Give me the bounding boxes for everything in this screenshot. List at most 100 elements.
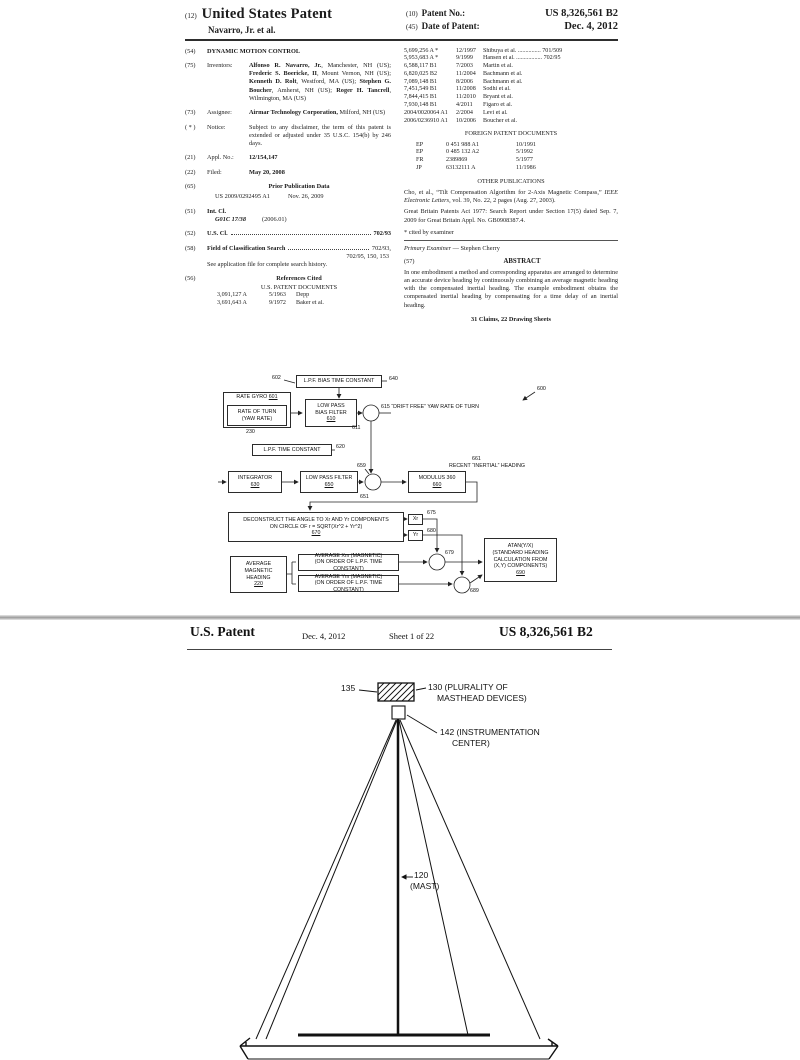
ref-label-142-line1: 142 (INSTRUMENTATION xyxy=(440,727,540,737)
inventor-segment: Stephen G. Boucher, Amherst, NH (US); xyxy=(249,78,391,94)
ref-label-230: 230 xyxy=(246,429,255,435)
patent-date-label: Date of Patent: xyxy=(421,21,480,31)
ref-label-611: 611 xyxy=(352,425,361,431)
filed-value: May 20, 2008 xyxy=(249,168,285,176)
sheet-header-patent-number: US 8,326,561 B2 xyxy=(499,624,593,639)
invention-title: DYNAMIC MOTION CONTROL xyxy=(207,47,301,55)
instrumentation-center-box xyxy=(391,705,406,720)
box-average-ym: AVERAGE Ym (MAGNETIC) (ON ORDER OF L.P.F… xyxy=(298,574,399,593)
box-average-xm: AVERAGE Xm (MAGNETIC) (ON ORDER OF L.P.F… xyxy=(298,553,399,572)
header-rule xyxy=(185,39,618,41)
summing-junction-679 xyxy=(428,553,446,571)
field-us-cl: (52) U.S. Cl.702/93 xyxy=(185,230,391,238)
inid-57: (57) xyxy=(404,258,415,266)
ref-label-680: 680 xyxy=(427,528,436,534)
ref-label-135: 135 xyxy=(341,683,356,693)
label-recent-inertial-heading: RECENT “INERTIAL” HEADING xyxy=(449,463,526,469)
patent-date: Dec. 4, 2012 xyxy=(564,21,618,32)
sailboat-drawing xyxy=(239,682,559,1060)
patent-front-page: (12) United States Patent Navarro, Jr. e… xyxy=(185,6,618,324)
abstract-heading: ABSTRACT xyxy=(503,258,541,266)
references-heading: References Cited xyxy=(276,275,322,283)
ref-label-689: 689 xyxy=(470,588,479,594)
page-title: United States Patent xyxy=(201,6,333,22)
inventor-segment: Alfonso R. Navarro, Jr., Manchester, NH … xyxy=(249,61,391,69)
sheet-header-date: Dec. 4, 2012 xyxy=(302,631,346,641)
us-docs-heading: U.S. PATENT DOCUMENTS xyxy=(260,283,338,291)
primary-examiner: Primary Examiner — Stephen Cherry xyxy=(404,244,500,252)
appl-no-value: 12/154,147 xyxy=(249,154,278,162)
field-assignee: (73) Assignee: Airmar Technology Corpora… xyxy=(185,109,391,117)
box-xr: Xr xyxy=(408,514,423,525)
inventor-segment: Frederic S. Boericke, II, Mount Vernon, … xyxy=(249,70,391,78)
prior-pub-heading: Prior Publication Data xyxy=(268,183,330,191)
sheet-header-rule xyxy=(187,649,612,650)
ref-label-659: 659 xyxy=(357,463,366,469)
ref-label-130-line1: 130 (PLURALITY OF xyxy=(428,682,508,692)
inventor-segment: Roger H. Tancrell, Wilmington, MA (US) xyxy=(249,86,392,102)
summing-junction-659 xyxy=(364,473,382,491)
assignee-value: Airmar Technology Corporation, Milford, … xyxy=(249,109,386,117)
left-column: (54) DYNAMIC MOTION CONTROL (75) Invento… xyxy=(185,48,391,324)
ref-label-651: 651 xyxy=(360,494,369,500)
field-filed: (22) Filed: May 20, 2008 xyxy=(185,169,391,177)
page-separator xyxy=(0,615,800,620)
ref-label-130-line2: MASTHEAD DEVICES) xyxy=(437,693,527,703)
box-lpf-bias-time-constant: L.P.F. BIAS TIME CONSTANT xyxy=(296,375,382,388)
claims-line: 31 Claims, 22 Drawing Sheets xyxy=(471,315,551,323)
ref-label-120-mast: (MAST) xyxy=(410,881,440,891)
foreign-docs-heading: FOREIGN PATENT DOCUMENTS xyxy=(464,130,558,138)
inid-10: (10) xyxy=(406,10,418,18)
cited-by-examiner: * cited by examiner xyxy=(404,228,454,236)
field-title: (54) DYNAMIC MOTION CONTROL xyxy=(185,48,391,56)
other-pubs-heading: OTHER PUBLICATIONS xyxy=(477,177,545,185)
sheet-header-title: U.S. Patent xyxy=(190,624,255,639)
box-yr: Yr xyxy=(408,530,423,541)
field-inventors: (75) Inventors: Alfonso R. Navarro, Jr.,… xyxy=(185,61,392,103)
ref-label-675: 675 xyxy=(427,510,436,516)
publication-2: Great Britain Patents Act 1977: Search R… xyxy=(404,208,618,224)
inventor-segment: Kenneth D. Rolt, Westford, MA (US); xyxy=(249,78,360,86)
box-atan: ATAN(Y/X) (STANDARD HEADING CALCULATION … xyxy=(484,538,557,582)
masthead-device-box xyxy=(377,682,415,702)
inventors-list: Alfonso R. Navarro, Jr., Manchester, NH … xyxy=(249,62,391,103)
examiner-rule xyxy=(404,239,618,241)
ref-label-142-line2: CENTER) xyxy=(452,738,490,748)
inid-45: (45) xyxy=(406,23,418,31)
ref-label-679: 679 xyxy=(445,550,454,556)
ref-label-602: 602 xyxy=(272,375,281,381)
ref-label-600: 600 xyxy=(537,386,546,392)
dot-leader xyxy=(230,230,371,236)
ref-label-640: 640 xyxy=(389,376,398,382)
summing-junction-615 xyxy=(362,404,380,422)
field-appl-no: (21) Appl. No.: 12/154,147 xyxy=(185,154,391,162)
diagram-connectors xyxy=(218,379,536,594)
dot-leader xyxy=(288,245,369,250)
field-prior-publication: (65) Prior Publication Data US 2009/0292… xyxy=(185,183,391,202)
box-rate-of-turn: RATE OF TURN (YAW RATE) xyxy=(227,405,287,426)
inventor-party: Navarro, Jr. et al. xyxy=(208,25,276,35)
figure-sailboat: 135 130 (PLURALITY OF MASTHEAD DEVICES) … xyxy=(0,655,800,1060)
ref-label-661: 661 xyxy=(472,456,481,462)
ref-label-615-drift-free: 615 “DRIFT FREE” YAW RATE OF TURN xyxy=(381,404,479,410)
ref-label-620: 620 xyxy=(336,444,345,450)
